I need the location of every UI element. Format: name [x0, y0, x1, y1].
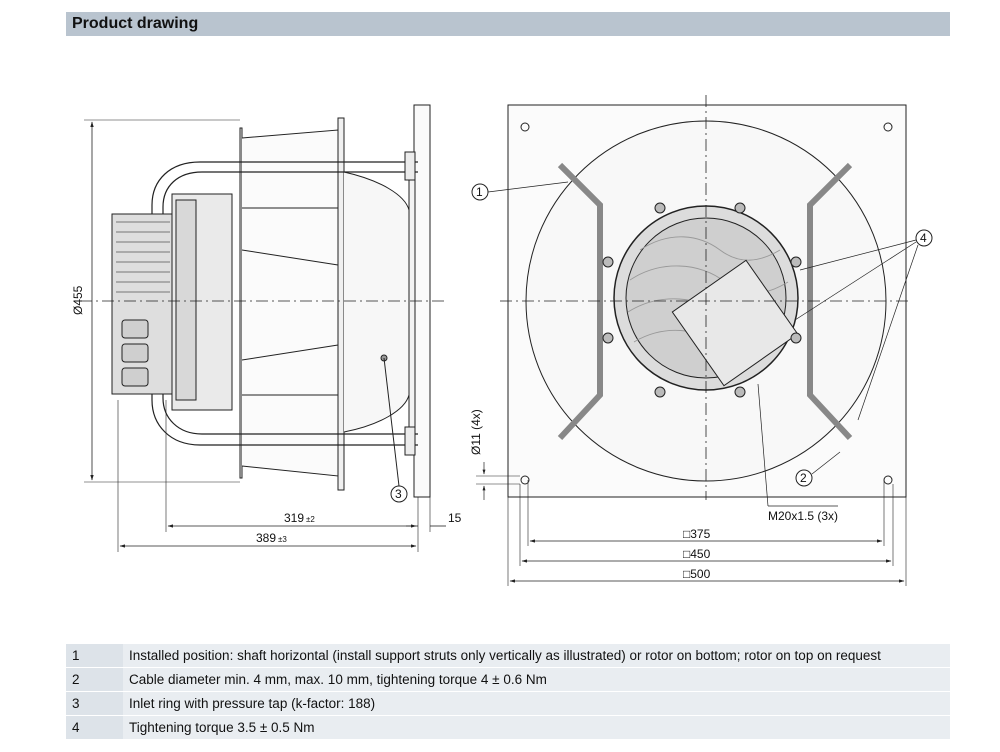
dim-319: 319 — [284, 511, 304, 525]
dim-450: □450 — [683, 547, 711, 561]
diameter-label: Ø455 — [71, 285, 85, 315]
dim-375: □375 — [683, 527, 711, 541]
legend-num: 1 — [66, 644, 123, 668]
dim-15: 15 — [448, 511, 462, 525]
dim-389-tol: ±3 — [278, 535, 287, 544]
callout-1: 1 — [476, 185, 483, 199]
legend-row: 1 Installed position: shaft horizontal (… — [66, 644, 950, 668]
legend-text: Tightening torque 3.5 ± 0.5 Nm — [123, 715, 950, 740]
legend-num: 4 — [66, 715, 123, 740]
legend-num: 3 — [66, 691, 123, 716]
legend-num: 2 — [66, 667, 123, 692]
legend-text: Installed position: shaft horizontal (in… — [123, 644, 950, 668]
hole-label: Ø11 (4x) — [469, 409, 483, 455]
dim-500: □500 — [683, 567, 711, 581]
front-view — [471, 95, 933, 586]
side-view — [80, 104, 446, 552]
section-title: Product drawing — [72, 15, 199, 32]
dim-319-tol: ±2 — [306, 515, 315, 524]
callout-2: 2 — [800, 471, 807, 485]
section-header: Product drawing — [66, 12, 950, 36]
callout-3: 3 — [395, 487, 402, 501]
callout-4: 4 — [920, 231, 927, 245]
dim-389: 389 — [256, 531, 276, 545]
legend-text: Inlet ring with pressure tap (k-factor: … — [123, 691, 950, 716]
legend-text: Cable diameter min. 4 mm, max. 10 mm, ti… — [123, 667, 950, 692]
legend-table: 1 Installed position: shaft horizontal (… — [66, 644, 950, 740]
product-drawing: Ø455 319 ±2 389 ±3 15 3 — [71, 95, 933, 586]
legend-row: 4 Tightening torque 3.5 ± 0.5 Nm — [66, 715, 950, 740]
gland-label: M20x1.5 (3x) — [768, 509, 838, 523]
legend-row: 3 Inlet ring with pressure tap (k-factor… — [66, 691, 950, 716]
legend-row: 2 Cable diameter min. 4 mm, max. 10 mm, … — [66, 667, 950, 692]
